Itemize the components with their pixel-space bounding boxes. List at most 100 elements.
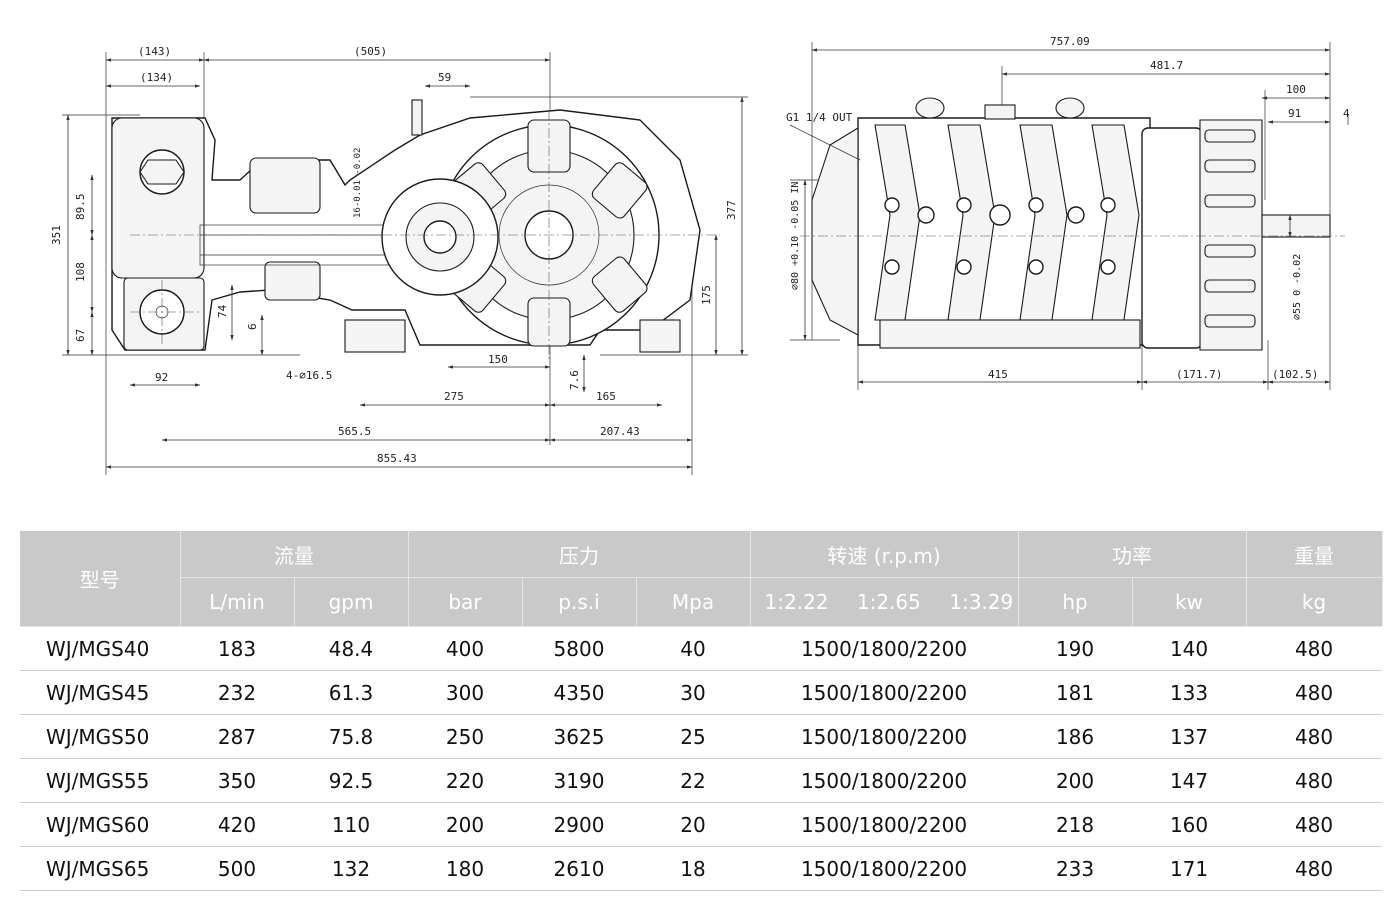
- header-pressure: 压力: [408, 531, 751, 578]
- cell-bar: 200: [408, 802, 522, 847]
- dim-4: 4: [1343, 107, 1350, 120]
- dim-565-5: 565.5: [338, 425, 371, 438]
- table-row: WJ/MGS60 420 110 200 2900 20 1500/1800/2…: [20, 802, 1383, 847]
- unit-kg: kg: [1246, 577, 1383, 627]
- cell-model: WJ/MGS60: [20, 802, 180, 847]
- dim-92: 92: [155, 371, 168, 384]
- dim-143: (143): [138, 45, 171, 58]
- top-view: 757.09 481.7 100 91 4 G1 1/4 OUT ∅80 +0.…: [786, 35, 1350, 390]
- cell-bar: 250: [408, 714, 522, 759]
- cell-kw: 171: [1132, 846, 1247, 891]
- cell-rpm: 1500/1800/2200: [750, 626, 1019, 671]
- cell-rpm: 1500/1800/2200: [750, 758, 1019, 803]
- cell-hp: 218: [1018, 802, 1133, 847]
- dim-67: 67: [74, 329, 87, 342]
- ratio-3: 1:3.29: [949, 590, 1014, 614]
- cell-kg: 480: [1246, 758, 1383, 803]
- dim-505: (505): [354, 45, 387, 58]
- cell-model: WJ/MGS45: [20, 670, 180, 715]
- dim-108: 108: [74, 262, 87, 282]
- cell-psi: 3190: [522, 758, 636, 803]
- cell-psi: 4350: [522, 670, 636, 715]
- table-row: WJ/MGS65 500 132 180 2610 18 1500/1800/2…: [20, 846, 1383, 891]
- cell-mpa: 20: [636, 802, 751, 847]
- cell-kg: 480: [1246, 626, 1383, 671]
- dim-holes: 4-∅16.5: [286, 369, 332, 382]
- cell-bar: 220: [408, 758, 522, 803]
- unit-lmin: L/min: [180, 577, 295, 627]
- cell-lmin: 183: [180, 626, 294, 671]
- shaft-label: ∅55 0 -0.02: [1292, 254, 1303, 320]
- cell-rpm: 1500/1800/2200: [750, 714, 1019, 759]
- spec-table: 型号 流量 压力 转速 (r.p.m) 功率 重量 L/min gpm bar …: [20, 531, 1383, 891]
- dim-7-6: 7.6: [568, 370, 581, 390]
- cell-psi: 3625: [522, 714, 636, 759]
- cell-model: WJ/MGS50: [20, 714, 180, 759]
- cell-hp: 200: [1018, 758, 1133, 803]
- outlet-label: G1 1/4 OUT: [786, 111, 853, 124]
- cell-model: WJ/MGS65: [20, 846, 180, 891]
- cell-gpm: 110: [294, 802, 408, 847]
- cell-bar: 180: [408, 846, 522, 891]
- dim-134: (134): [140, 71, 173, 84]
- cell-kw: 137: [1132, 714, 1247, 759]
- dim-415: 415: [988, 368, 1008, 381]
- cell-lmin: 420: [180, 802, 294, 847]
- cell-lmin: 500: [180, 846, 294, 891]
- cell-kw: 160: [1132, 802, 1247, 847]
- dim-59: 59: [438, 71, 451, 84]
- cell-lmin: 350: [180, 758, 294, 803]
- cell-hp: 186: [1018, 714, 1133, 759]
- cell-lmin: 232: [180, 670, 294, 715]
- cell-psi: 2610: [522, 846, 636, 891]
- table-row: WJ/MGS45 232 61.3 300 4350 30 1500/1800/…: [20, 670, 1383, 715]
- unit-gpm: gpm: [294, 577, 409, 627]
- cell-kg: 480: [1246, 670, 1383, 715]
- cell-mpa: 25: [636, 714, 751, 759]
- cell-hp: 181: [1018, 670, 1133, 715]
- table-row: WJ/MGS55 350 92.5 220 3190 22 1500/1800/…: [20, 758, 1383, 803]
- dim-102-5: (102.5): [1272, 368, 1318, 381]
- dim-150: 150: [488, 353, 508, 366]
- cell-mpa: 30: [636, 670, 751, 715]
- cell-hp: 233: [1018, 846, 1133, 891]
- unit-kw: kw: [1132, 577, 1247, 627]
- dim-89-5: 89.5: [74, 194, 87, 221]
- cell-kw: 140: [1132, 626, 1247, 671]
- cell-model: WJ/MGS55: [20, 758, 180, 803]
- table-row: WJ/MGS40 183 48.4 400 5800 40 1500/1800/…: [20, 626, 1383, 671]
- dim-keyway: 16-0.01 -0.02: [353, 148, 363, 218]
- cell-bar: 300: [408, 670, 522, 715]
- cell-kg: 480: [1246, 714, 1383, 759]
- cell-kw: 133: [1132, 670, 1247, 715]
- cell-kg: 480: [1246, 846, 1383, 891]
- dim-165: 165: [596, 390, 616, 403]
- cell-hp: 190: [1018, 626, 1133, 671]
- ratio-2: 1:2.65: [856, 590, 921, 614]
- dim-855-43: 855.43: [377, 452, 417, 465]
- cell-psi: 2900: [522, 802, 636, 847]
- dim-74: 74: [216, 304, 229, 318]
- dim-207-43: 207.43: [600, 425, 640, 438]
- dim-100: 100: [1286, 83, 1306, 96]
- header-flow: 流量: [180, 531, 409, 578]
- cell-gpm: 61.3: [294, 670, 408, 715]
- cell-mpa: 18: [636, 846, 751, 891]
- cell-kg: 480: [1246, 802, 1383, 847]
- cell-gpm: 92.5: [294, 758, 408, 803]
- header-speed: 转速 (r.p.m): [750, 531, 1019, 578]
- dim-377: 377: [725, 200, 738, 220]
- cell-gpm: 75.8: [294, 714, 408, 759]
- cell-lmin: 287: [180, 714, 294, 759]
- dim-481-7: 481.7: [1150, 59, 1183, 72]
- cell-psi: 5800: [522, 626, 636, 671]
- unit-bar: bar: [408, 577, 523, 627]
- side-view: (143) (505) (134) 59 351 89.5 108 67 74 …: [50, 45, 748, 475]
- cell-mpa: 22: [636, 758, 751, 803]
- cell-gpm: 48.4: [294, 626, 408, 671]
- unit-gear-ratios: 1:2.22 1:2.65 1:3.29: [750, 577, 1019, 627]
- dim-91: 91: [1288, 107, 1301, 120]
- cell-rpm: 1500/1800/2200: [750, 670, 1019, 715]
- unit-hp: hp: [1018, 577, 1133, 627]
- cell-rpm: 1500/1800/2200: [750, 846, 1019, 891]
